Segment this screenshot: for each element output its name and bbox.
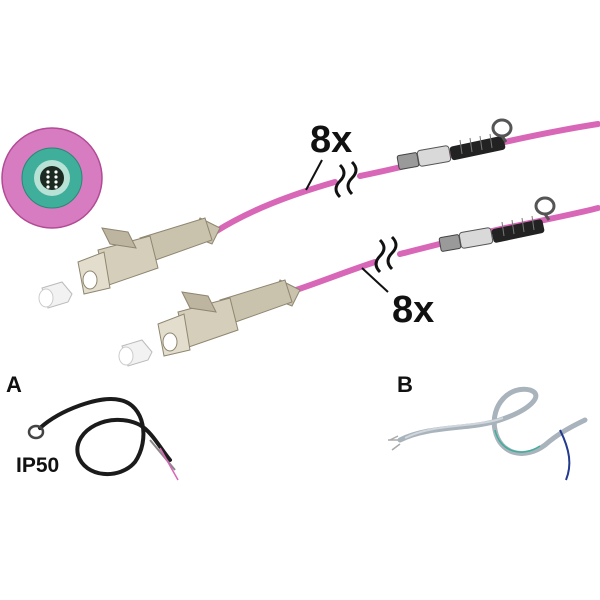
cable-top [212, 121, 600, 235]
dust-cap-icon [38, 281, 73, 309]
lc-connector-icon [157, 279, 301, 357]
pulling-eye-icon [491, 118, 513, 143]
fiber-cross-section-icon [1, 127, 103, 229]
lc-connector-icon [77, 217, 221, 295]
fan-out-connector-icon [396, 133, 506, 170]
variant-a-label: A [6, 372, 22, 397]
break-mark-icon [334, 160, 358, 199]
dust-cap-icon [118, 339, 153, 367]
break-mark-icon [374, 235, 398, 274]
variant-b-mesh-cable [388, 386, 588, 481]
count-label-top: 8x [310, 119, 352, 161]
variant-a-armored-cable [27, 397, 179, 481]
pulling-eye-icon [534, 196, 556, 221]
count-label-bottom: 8x [392, 289, 434, 331]
fan-out-connector-icon [438, 215, 545, 252]
ip-rating-label: IP50 [16, 454, 59, 477]
variant-b-label: B [397, 372, 413, 397]
